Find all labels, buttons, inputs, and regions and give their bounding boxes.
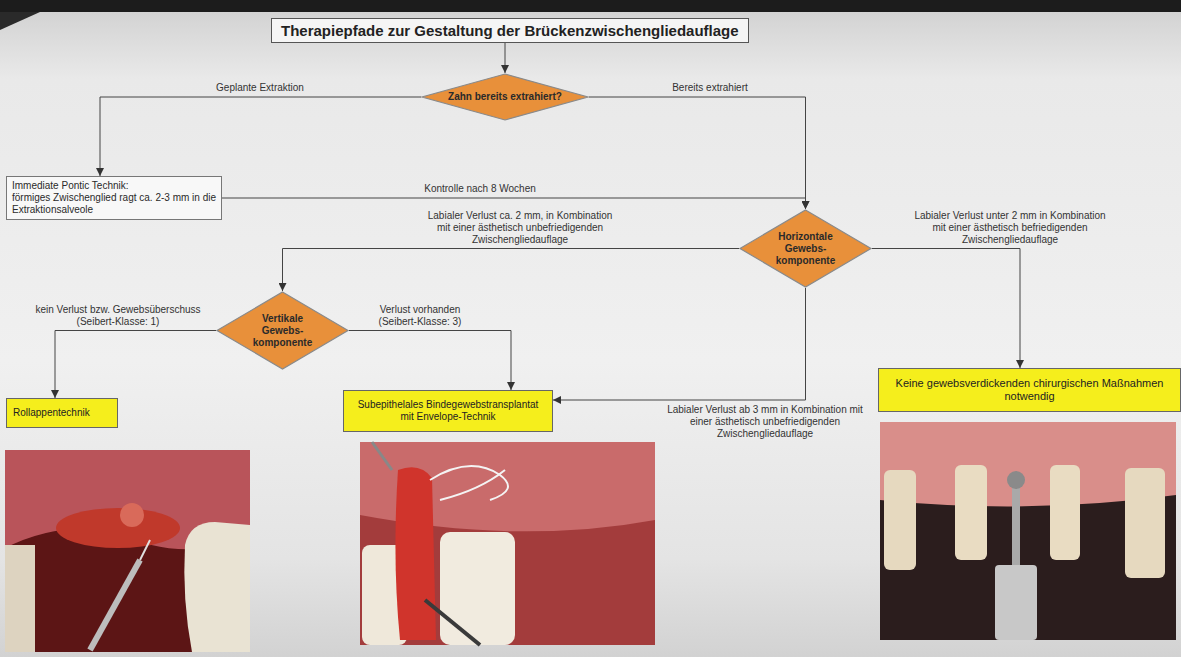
decision-diamond: Zahn bereits extrahiert? [421,73,589,121]
node-text: Rollappentechnik [13,407,111,419]
dark-band [0,0,1181,12]
node-text: Zahn bereits extrahiert? [448,91,562,103]
clinical-photo [880,422,1176,640]
clinical-photo [5,450,250,652]
connector-arrow [553,288,806,400]
connector-arrow [589,97,806,209]
node-text: Keine gewebsverdickenden chirurgischen M… [885,377,1174,403]
title-box: Therapiepfade zur Gestaltung der Brücken… [271,18,749,43]
edge-label: Verlust vorhanden (Seibert-Klasse: 3) [360,304,480,328]
node-text: Horizontale Gewebs- komponente [776,231,835,267]
node-text: Therapiepfade zur Gestaltung der Brücken… [281,22,739,39]
treatment-box: Rollappentechnik [6,398,118,428]
clinical-photo [360,442,655,645]
edge-label: Bereits extrahiert [635,82,785,94]
treatment-box: Subepithelales Bindegewebstransplantat m… [343,390,553,432]
edge-label: Kontrolle nach 8 Wochen [380,183,580,195]
dark-corner [0,12,40,30]
connector-arrow [349,331,511,391]
edge-label: Labialer Verlust ab 3 mm in Kombination … [660,404,870,440]
connector-arrow [100,97,421,176]
node-text: förmiges Zwischenglied ragt ca. 2-3 mm i… [12,192,216,216]
connector-arrow [55,331,216,399]
edge-label: Geplante Extraktion [180,82,340,94]
node-text: Immediate Pontic Technik: [12,180,216,192]
connector-arrow [222,198,806,209]
edge-label: kein Verlust bzw. Gewebsüberschuss (Seib… [23,304,213,328]
connector-arrow [872,249,1020,369]
decision-diamond: Horizontale Gewebs- komponente [739,209,872,288]
node-text: Vertikale Gewebs- komponente [253,313,312,349]
treatment-box: Keine gewebsverdickenden chirurgischen M… [878,368,1181,412]
process-box: Immediate Pontic Technik:förmiges Zwisch… [6,176,222,220]
edge-label: Labialer Verlust ca. 2 mm, in Kombinatio… [420,210,620,246]
edge-label: Labialer Verlust unter 2 mm in Kombinati… [910,210,1110,246]
connector-arrow [505,43,506,73]
connector-arrow [283,249,740,292]
node-text: Subepithelales Bindegewebstransplantat m… [350,399,546,423]
decision-diamond: Vertikale Gewebs- komponente [216,291,349,370]
